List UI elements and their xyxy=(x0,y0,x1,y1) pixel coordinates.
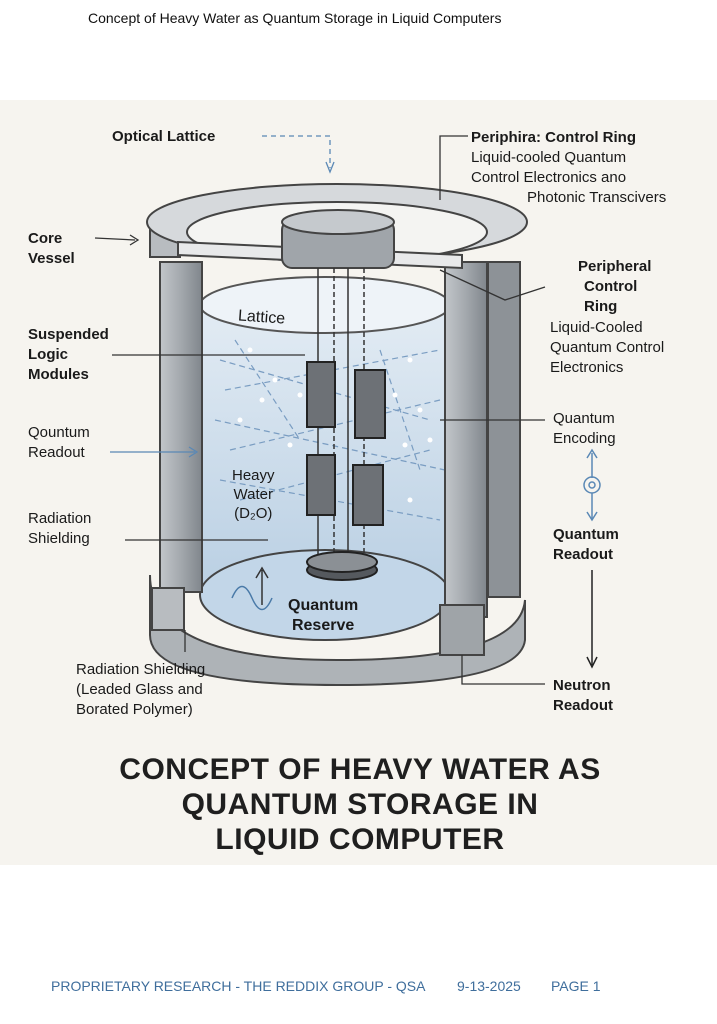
label-core-vessel: Core Vessel xyxy=(28,229,75,269)
heavy-water-line2: Water xyxy=(233,486,273,503)
encoding-line1: Quantum xyxy=(553,410,615,427)
suspended-particles xyxy=(237,347,433,503)
rad-bottom-line3: Borated Polymer) xyxy=(76,701,193,718)
label-quantum-readout: Quantum Readout xyxy=(553,525,619,565)
main-title-line1: CONCEPT OF HEAVY WATER AS xyxy=(119,753,601,786)
top-control-ring xyxy=(146,183,528,270)
rad-shield-line1: Radiation xyxy=(28,510,92,527)
core-vessel-line1: Core xyxy=(28,230,63,247)
label-radiation-shielding-materials: Radiation Shielding (Leaded Glass and Bo… xyxy=(76,660,205,720)
label-peripheral-control-ring-right: Peripheral Control Ring xyxy=(578,257,651,317)
rad-shield-line2: Shielding xyxy=(28,530,90,547)
neutron-arrow xyxy=(586,570,598,669)
periph-right-desc2: Quantum Control xyxy=(550,339,665,356)
footer-date: 9-13-2025 xyxy=(457,978,521,994)
reserve-line2: Reserve xyxy=(291,617,355,634)
label-suspended-logic-modules: Suspended Logic Modules xyxy=(28,325,109,385)
quantum-readout-line2: Readout xyxy=(553,546,613,563)
leader-lines xyxy=(94,135,546,685)
quantum-readout-line1: Quantum xyxy=(553,526,619,543)
neutron-line2: Readout xyxy=(553,697,613,714)
periph-right-line1: Peripheral xyxy=(578,258,652,275)
quantum-encoding-symbol xyxy=(583,448,601,522)
periph-top-line3: Photonic Transcivers xyxy=(527,189,667,206)
main-title-line3: LIQUID COMPUTER xyxy=(215,823,505,856)
main-title-line2: QUANTUM STORAGE IN xyxy=(181,788,539,821)
heavy-water-line1: Heayy xyxy=(232,467,275,484)
rad-bottom-line2: (Leaded Glass and xyxy=(76,681,203,698)
heavy-water-line3: (D₂O) xyxy=(234,505,273,522)
reserve-wave xyxy=(231,585,273,611)
periph-right-desc3: Electronics xyxy=(550,359,624,376)
label-peripheral-control-ring-top: Periphira: Control Ring Liquid-cooled Qu… xyxy=(471,128,666,208)
periph-right-desc1: Liquid-Cooled xyxy=(550,319,643,336)
periph-top-line1: Liquid-cooled Quantum xyxy=(471,149,627,166)
footer-proprietary: PROPRIETARY RESEARCH - THE REDDIX GROUP … xyxy=(51,978,426,994)
suspended-line2: Logic xyxy=(28,346,68,363)
periph-right-line2: Control xyxy=(584,278,638,295)
core-vessel-line2: Vessel xyxy=(28,250,75,267)
label-heavy-water: Heayy Water (D₂O) xyxy=(232,466,275,523)
label-lattice: Lattice xyxy=(237,307,286,328)
label-radiation-shielding: Radiation Shielding xyxy=(28,509,91,549)
document-title: Concept of Heavy Water as Quantum Storag… xyxy=(88,10,502,26)
periph-right-line3: Ring xyxy=(584,298,618,315)
rad-bottom-line1: Radiation Shielding xyxy=(76,661,206,678)
qountum-line2: Readout xyxy=(28,444,85,461)
label-peripheral-right-desc: Liquid-Cooled Quantum Control Electronic… xyxy=(550,318,664,378)
periph-top-title: Periphira: Control Ring xyxy=(471,129,636,146)
logic-modules xyxy=(306,361,386,526)
reserve-line1: Quantum xyxy=(288,597,359,614)
encoding-line2: Encoding xyxy=(553,430,616,447)
periph-top-line2: Control Electronics ano xyxy=(471,169,627,186)
neutron-line1: Neutron xyxy=(553,677,611,694)
label-quantum-encoding: Quantum Encoding xyxy=(553,409,616,449)
suspended-line1: Suspended xyxy=(28,326,109,343)
left-wall xyxy=(149,221,203,593)
label-quantum-reserve: Quantum Reserve xyxy=(288,596,358,636)
main-title: CONCEPT OF HEAVY WATER AS QUANTUM STORAG… xyxy=(40,752,680,857)
qountum-line1: Qountum xyxy=(28,424,90,441)
vessel-base xyxy=(149,574,526,687)
suspended-line3: Modules xyxy=(28,366,89,383)
label-qountum-readout: Qountum Readout xyxy=(28,423,90,463)
label-optical-lattice: Optical Lattice xyxy=(112,128,216,145)
label-neutron-readout: Neutron Readout xyxy=(553,676,613,716)
footer-page-number: PAGE 1 xyxy=(551,978,601,994)
right-wall xyxy=(444,261,521,618)
reserve-up-arrow xyxy=(255,566,269,605)
quantum-reserve-disc xyxy=(306,551,378,581)
